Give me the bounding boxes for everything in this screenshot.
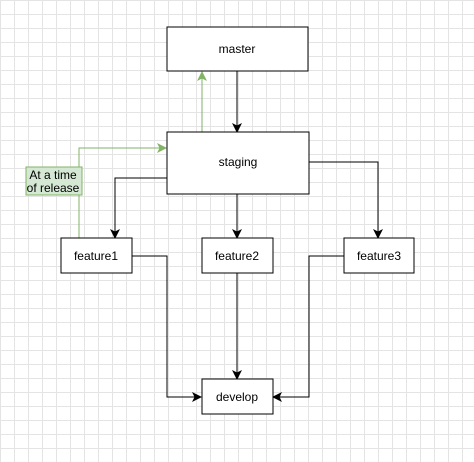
release-note: At a time of release	[25, 166, 83, 196]
edges	[78, 71, 383, 402]
node-feature3-label: feature3	[357, 249, 401, 263]
release-edge-feature1-to-staging	[78, 143, 167, 238]
release-note-line2: of release	[27, 181, 80, 195]
node-master-box	[166, 26, 309, 72]
nodes: master staging feature1 feature2 feature…	[60, 26, 415, 415]
node-develop[interactable]: develop	[201, 378, 274, 415]
edge-feature1-to-develop	[132, 255, 202, 402]
node-feature1[interactable]: feature1	[60, 237, 133, 274]
node-feature1-box	[60, 237, 133, 274]
node-feature2-box	[201, 237, 274, 274]
release-note-box	[25, 166, 83, 196]
node-feature3[interactable]: feature3	[343, 237, 415, 274]
node-master-label: master	[219, 42, 256, 56]
edge-staging-to-feature3	[309, 161, 383, 239]
node-feature2[interactable]: feature2	[201, 237, 274, 274]
edge-staging-to-feature1	[110, 177, 167, 239]
node-develop-label: develop	[216, 390, 258, 404]
node-staging-box	[166, 131, 310, 195]
node-master[interactable]: master	[166, 26, 309, 72]
release-note-line1: At a time	[29, 168, 77, 182]
node-feature2-label: feature2	[215, 249, 259, 263]
node-feature1-label: feature1	[74, 249, 118, 263]
edge-feature3-to-develop	[272, 255, 344, 402]
node-staging-label: staging	[219, 155, 258, 169]
node-develop-box	[201, 378, 274, 415]
node-staging[interactable]: staging	[166, 131, 310, 195]
node-feature3-box	[343, 237, 415, 274]
